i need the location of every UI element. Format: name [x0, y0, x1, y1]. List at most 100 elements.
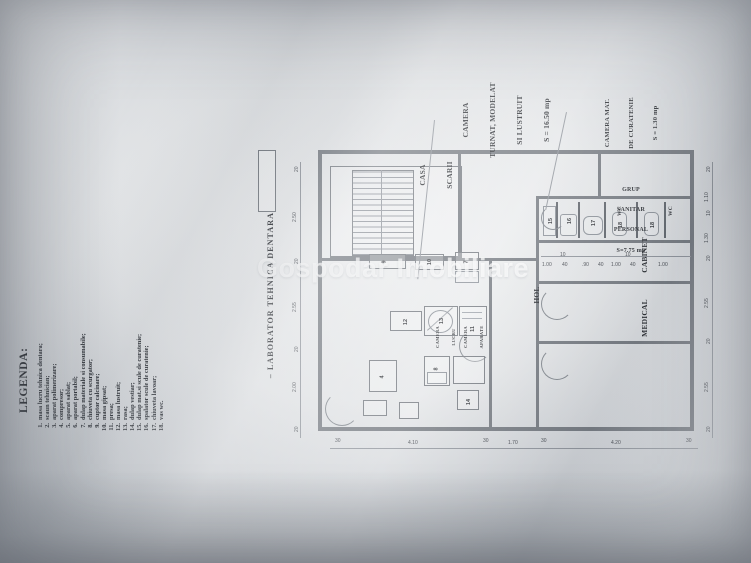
equip-num-13: 13 [439, 317, 446, 325]
legend-item-number: 16. [143, 423, 151, 431]
legend-item-label: chiuveta cu scurgator; [86, 358, 94, 420]
legend-item-label: masa gipsat; [100, 385, 108, 420]
legend-item: 2.scaun tehnician; [44, 205, 51, 435]
label-line: S = 1.30 mp [652, 105, 659, 141]
legend-item: 7.dulap materiale si consumabile; [80, 205, 87, 435]
legend-item-number: 4. [58, 423, 66, 428]
dim-left-0: 20 [294, 166, 300, 172]
legend-item-label: vas wc. [157, 400, 165, 420]
legend-item-number: 11. [107, 423, 115, 431]
equip-num-18a: 18 [618, 221, 625, 229]
dim-left-5: 2.00 [292, 382, 298, 392]
dim-left-2: 20 [294, 258, 300, 264]
legend-item-number: 12. [115, 423, 123, 431]
wall-stair-left [318, 168, 321, 258]
dim-right-7: 2.55 [704, 382, 710, 392]
legend-item-label: spalator scule de curatenie; [143, 345, 151, 420]
label-line: SCARII [445, 161, 454, 189]
label-wc-1: WC [617, 206, 623, 216]
label-room-camera-aparate: CAMERA APARATE [452, 314, 495, 360]
legend-item-number: 18. [157, 423, 165, 431]
legend-item-label: cuptor calcinare; [93, 373, 101, 420]
equip-lab-counter [453, 356, 485, 384]
paper-shadow-bottom [0, 470, 751, 563]
legend-block: LEGENDA: 1.masa lucru tehnica dentara; 2… [18, 205, 165, 435]
legend-item-label: chiuveta lavoar; [150, 375, 158, 420]
label-line: GRUP [622, 186, 640, 193]
equip-num-7: 7 [463, 260, 470, 264]
dim-right-0: 20 [706, 166, 712, 172]
legend-item: 15. dulap mat.si scule de curatenie; [136, 205, 143, 435]
dim-right-1: 1.10 [704, 192, 710, 202]
wall-cabinet-medical-split [539, 341, 691, 344]
wall-outer-right [690, 150, 694, 431]
dim-right-5: 2.55 [704, 298, 710, 308]
label-line: SANITAR [617, 206, 645, 213]
legend-item-label: compresor; [58, 388, 66, 420]
label-line: HOL [532, 286, 541, 304]
legend-item: 1.masa lucru tehnica dentara; [37, 205, 44, 435]
legend-item-number: 6. [72, 423, 80, 428]
legend-item: 18. vas wc. [158, 205, 165, 435]
label-room-mat-curatenie: CAMERA MAT. DE CURATENIE S = 1.30 mp [588, 68, 676, 178]
label-room-cabinet: CABINET [622, 228, 667, 282]
equip-num-16: 16 [567, 217, 574, 225]
legend-item-label: presa; [107, 403, 115, 420]
label-room-hol: HOL [514, 278, 559, 312]
equip-num-17: 17 [591, 219, 598, 227]
equip-8-sink [427, 372, 447, 384]
legend-item-label: dulap mat.si scule de curatenie; [136, 333, 144, 420]
legend-item: 6. aparat portabil; [72, 205, 79, 435]
dim-line-left [300, 162, 301, 438]
dim-bottom-4: 30 [541, 438, 547, 444]
label-wc-2: WC [668, 206, 674, 216]
legend-item: 3. aparat polimerizare; [51, 205, 58, 435]
equip-14c [363, 400, 387, 416]
legend-item-label: aparat polimerizare; [51, 363, 59, 421]
label-line: CAMERA [462, 326, 468, 348]
dim-line-bottom [330, 448, 698, 449]
legend-item-number: 3. [51, 423, 59, 428]
dim-right-4: 20 [706, 255, 712, 261]
dim-left-6: 20 [294, 426, 300, 432]
legend-item: 16. spalator scule de curatenie; [143, 205, 150, 435]
legend-item-number: 10. [100, 423, 108, 431]
equip-num-18b: 18 [650, 221, 657, 229]
legend-item-number: 8. [86, 423, 94, 428]
dim-bottom-5: 4.20 [611, 440, 621, 446]
dim-right-8: 20 [706, 426, 712, 432]
legend-item: 5.aparat sablat; [65, 205, 72, 435]
equip-14b [399, 402, 419, 419]
label-line: S = 16.50 mp [542, 98, 551, 142]
legend-item: 10. masa gipsat; [101, 205, 108, 435]
legend-item: 11. presa; [108, 205, 115, 435]
legend-item-label: rasa; [122, 406, 130, 420]
label-line: TURNAT, MODELAT [488, 82, 497, 158]
legend-item-label: scaun tehnician; [44, 375, 52, 420]
label-line: CABINET [640, 237, 649, 273]
legend-list: 1.masa lucru tehnica dentara; 2.scaun te… [37, 205, 165, 435]
dim-right-6: 20 [706, 338, 712, 344]
equip-7b [455, 271, 479, 283]
legend-item: 17.chiuveta lavoar; [151, 205, 158, 435]
legend-item-label: aparat portabil; [72, 376, 80, 420]
equip-num-8: 8 [433, 367, 440, 371]
equip-num-12: 12 [403, 318, 410, 326]
dim-bottom-6: 30 [686, 438, 692, 444]
legend-item-number: 5. [65, 423, 73, 428]
legend-item-number: 7. [79, 423, 87, 428]
legend-item-label: dulap vestiar; [129, 382, 137, 420]
label-line: CASA [418, 164, 427, 186]
legend-item-number: 15. [136, 423, 144, 431]
label-room-medical: MEDICAL [622, 291, 667, 345]
legend-title: LEGENDA: [18, 347, 30, 413]
door-entry [325, 392, 359, 426]
dim-line-right [712, 162, 713, 438]
legend-item: 4. compresor; [58, 205, 65, 435]
stair-center-line [381, 170, 382, 254]
wall-hall-right [536, 196, 539, 428]
legend-item-number: 9. [93, 423, 101, 428]
wall-wc-part-2 [578, 202, 580, 238]
label-line: APARATE [479, 325, 485, 349]
